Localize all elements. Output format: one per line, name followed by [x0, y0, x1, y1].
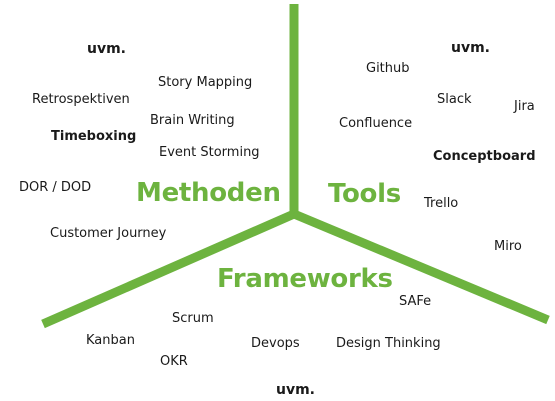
methoden-item: Customer Journey [50, 226, 167, 241]
methoden-item: Story Mapping [158, 75, 253, 90]
divider-right [292, 209, 550, 325]
divider-left [41, 209, 296, 329]
frameworks-item: Devops [251, 336, 300, 351]
category-tools: Tools [328, 179, 401, 209]
tools-item: Miro [494, 239, 522, 254]
frameworks-item: Scrum [172, 311, 214, 326]
frameworks-item: Kanban [86, 333, 135, 348]
methoden-item: Timeboxing [51, 129, 137, 144]
methoden-item: Brain Writing [150, 113, 235, 128]
tools-item: Jira [514, 99, 535, 114]
methoden-item: Retrospektiven [32, 92, 130, 107]
tools-item: Confluence [339, 116, 413, 131]
tools-item: Conceptboard [433, 149, 536, 164]
frameworks-item: OKR [160, 354, 188, 369]
uvm-logo-bottom: uvm. [276, 382, 315, 398]
methoden-item: DOR / DOD [19, 180, 92, 195]
methoden-item: Event Storming [159, 145, 260, 160]
frameworks-item: Design Thinking [336, 336, 441, 351]
tools-item: Github [366, 61, 410, 76]
uvm-logo-top-right: uvm. [451, 40, 490, 56]
tools-item: Trello [424, 196, 459, 211]
uvm-logo-top-left: uvm. [87, 41, 126, 57]
tools-item: Slack [437, 92, 472, 107]
frameworks-item: SAFe [399, 294, 432, 309]
category-frameworks: Frameworks [217, 264, 393, 294]
category-methoden: Methoden [136, 178, 281, 208]
